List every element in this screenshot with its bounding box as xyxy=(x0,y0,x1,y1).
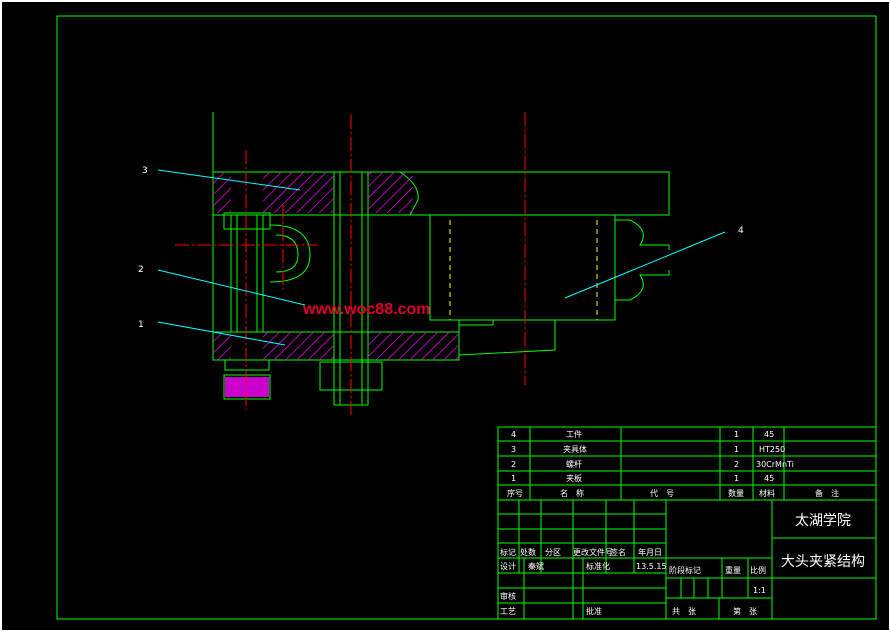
weight-label: 重量 xyxy=(725,565,741,575)
part-label-1: 1 xyxy=(138,320,144,330)
design-label: 设计 xyxy=(500,561,516,571)
watermark: www.woc88.com xyxy=(302,301,430,318)
designer: 秦斌 xyxy=(528,561,544,571)
scale-label: 比例 xyxy=(750,565,766,575)
bom-cell: 夹具体 xyxy=(563,444,587,454)
bom-header: 材料 xyxy=(759,488,775,498)
bom-cell: 1 xyxy=(734,430,739,439)
bom-cell: 螺杆 xyxy=(566,459,582,469)
bom-cell: 1 xyxy=(511,474,516,483)
part-label-2: 2 xyxy=(138,265,144,275)
sheets-total-label: 共 张 xyxy=(672,607,696,616)
bom-header: 序号 xyxy=(507,488,523,498)
bom-cell: 工件 xyxy=(566,429,582,439)
drawing-frame xyxy=(56,15,877,620)
date: 13.5.15 xyxy=(636,562,667,571)
drawing-title: 大头夹紧结构 xyxy=(781,554,865,570)
centerlines xyxy=(175,112,526,415)
rev-header: 更改文件号 xyxy=(573,547,613,557)
leader-lines xyxy=(157,169,726,346)
part-label-3: 3 xyxy=(142,166,148,176)
bom-cell: 夹板 xyxy=(566,473,582,483)
assembly-view xyxy=(212,112,670,406)
review-label: 审核 xyxy=(500,591,516,601)
bom-cell: 1 xyxy=(734,445,739,454)
bom-header: 数量 xyxy=(728,488,744,498)
bom-rows: 4 工件 1 45 3 夹具体 1 HT250 2 螺杆 2 30CrMnTi … xyxy=(507,429,839,498)
bom-cell: 30CrMnTi xyxy=(756,460,794,469)
standardization-label: 标准化 xyxy=(586,561,610,571)
bom-header: 备 注 xyxy=(815,488,839,498)
rev-header: 处数 xyxy=(520,547,536,557)
bom-cell: 3 xyxy=(511,445,516,454)
part-label-4: 4 xyxy=(738,226,744,236)
title-block-text: 太湖学院 大头夹紧结构 标记 处数 分区 更改文件号 签名 年月日 设计 秦斌 … xyxy=(500,513,865,616)
bom-cell: 2 xyxy=(511,460,516,469)
bom-cell: HT250 xyxy=(759,445,785,454)
section-hatching xyxy=(213,172,459,397)
bom-header: 名 称 xyxy=(560,488,584,498)
stage-label: 阶段标记 xyxy=(669,565,701,575)
rev-header: 分区 xyxy=(545,548,561,557)
bom-cell: 45 xyxy=(764,474,774,483)
process-label: 工艺 xyxy=(500,607,516,616)
rev-header: 签名 xyxy=(610,547,626,557)
approve-label: 批准 xyxy=(586,606,602,616)
bom-cell: 1 xyxy=(734,474,739,483)
rev-header: 年月日 xyxy=(638,547,662,557)
bom-cell: 45 xyxy=(764,430,774,439)
school-name: 太湖学院 xyxy=(795,513,851,529)
bom-cell: 4 xyxy=(511,430,516,439)
scale-value: 1:1 xyxy=(753,586,766,595)
hidden-lines xyxy=(449,220,598,320)
sheet-no-label: 第 张 xyxy=(733,606,757,616)
bom-header: 代 号 xyxy=(650,488,674,498)
title-block xyxy=(497,499,877,620)
bom-cell: 2 xyxy=(734,460,739,469)
rev-header: 标记 xyxy=(500,547,516,557)
